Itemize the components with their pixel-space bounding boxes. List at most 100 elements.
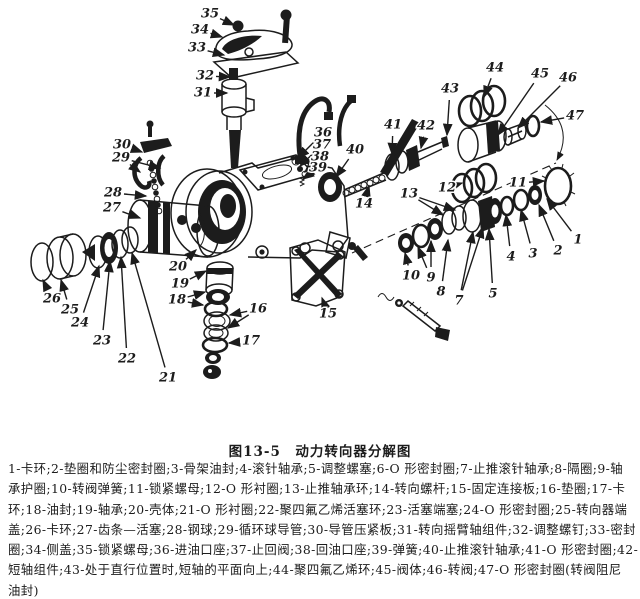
callout-17: 17 (242, 334, 260, 349)
callout-leader-43 (442, 99, 453, 137)
callout-leader-4 (502, 213, 513, 247)
legend-line: 1-卡环;2-垫圈和防尘密封圈;3-骨架油封;4-滚针轴承;5-调整螺塞;6-O… (8, 461, 623, 476)
callout-leader-11 (528, 177, 546, 187)
callout-20: 20 (168, 260, 187, 275)
callout-45: 45 (531, 67, 549, 82)
figure-caption: 图13-5 动力转向器分解图 (228, 444, 412, 460)
callout-leader-27 (122, 209, 142, 219)
callout-leader-7 (461, 225, 485, 291)
callout-43: 43 (441, 82, 459, 97)
callout-leader-7 (460, 230, 476, 291)
callout-leader-45 (497, 82, 535, 137)
callout-37: 37 (313, 138, 331, 153)
callout-leader-42 (418, 135, 429, 150)
callout-leader-35 (219, 15, 236, 26)
callout-leader-29 (128, 161, 142, 173)
callout-leader-21 (130, 251, 166, 368)
callout-leader-41 (387, 135, 398, 156)
callout-32: 32 (196, 69, 214, 84)
callout-21: 21 (158, 371, 177, 386)
legend-line: 油封) (8, 582, 39, 598)
callout-leader-44 (483, 78, 493, 99)
valve-assembly (457, 84, 564, 163)
callout-3: 3 (528, 247, 537, 262)
callout-13: 13 (400, 187, 418, 202)
callout-leader-13 (419, 196, 457, 211)
callout-16: 16 (249, 302, 267, 317)
callout-29: 29 (111, 151, 130, 166)
callout-leader-40 (335, 158, 350, 179)
callout-41: 41 (384, 118, 402, 133)
callout-35: 35 (201, 7, 219, 22)
callout-leader-2 (538, 203, 555, 242)
callout-44: 44 (486, 61, 504, 76)
callout-31: 31 (194, 86, 212, 101)
callout-18: 18 (168, 293, 186, 308)
callout-19: 19 (171, 277, 189, 292)
callout-33: 33 (188, 41, 206, 56)
callout-46: 46 (559, 71, 577, 86)
callout-leader-12 (449, 181, 464, 192)
legend-line: 盖;26-卡环;27-齿条—活塞;28-钢球;29-循环球导管;30-导管压紧板… (8, 521, 636, 537)
callout-1: 1 (573, 233, 582, 248)
callout-2: 2 (552, 244, 562, 259)
callout-4: 4 (506, 250, 515, 265)
callout-leader-17 (227, 337, 241, 347)
callout-leader-16 (226, 314, 250, 329)
callout-34: 34 (191, 23, 209, 38)
callout-leader-37 (298, 152, 315, 167)
parts-legend: 1-卡环;2-垫圈和防尘密封圈;3-骨架油封;4-滚针轴承;5-调整螺塞;6-O… (8, 459, 639, 599)
callout-30: 30 (113, 138, 131, 153)
callout-leader-29 (131, 160, 162, 170)
legend-line: 短轴组件;43-处于直行位置时,短轴的平面向上;44-聚四氟乙烯环;45-阀体;… (8, 562, 622, 578)
callout-27: 27 (102, 201, 121, 216)
callout-leader-30 (129, 143, 144, 153)
callout-leader-20 (184, 249, 198, 262)
callout-39: 39 (309, 161, 327, 176)
callout-7: 7 (454, 294, 463, 309)
callout-40: 40 (346, 143, 364, 158)
callout-leader-3 (519, 208, 531, 244)
callout-leader-16 (228, 307, 248, 318)
legend-line: 圈;34-侧盖;35-锁紧螺母;36-进油口座;37-止回阀;38-回油口座;3… (8, 542, 639, 558)
callout-leader-14 (361, 184, 371, 199)
stub-shaft-parts (351, 162, 576, 254)
callout-42: 42 (417, 119, 435, 134)
callout-23: 23 (92, 334, 111, 349)
callout-36: 36 (314, 126, 332, 141)
callout-47: 47 (566, 109, 584, 124)
callout-leader-22 (116, 255, 128, 349)
side-cover-assembly (212, 9, 300, 79)
callout-5: 5 (488, 287, 497, 302)
callout-leader-10 (403, 251, 413, 266)
callout-leader-15 (321, 296, 331, 311)
callout-24: 24 (70, 316, 89, 331)
callout-leader-18 (187, 298, 205, 308)
callout-leader-39 (301, 168, 315, 180)
callout-layer: 1234578910111213141516171819202122232425… (40, 5, 585, 387)
callout-leader-13 (418, 199, 445, 216)
legend-line: 环;18-油封;19-轴承;20-壳体;21-O 形衬圈;22-聚四氟乙烯活塞环… (8, 501, 628, 517)
callout-9: 9 (426, 271, 435, 286)
oil-pipes (295, 95, 420, 176)
callout-leader-1 (546, 197, 572, 232)
callout-leader-47 (539, 115, 565, 125)
callout-14: 14 (355, 197, 373, 212)
callout-22: 22 (117, 352, 136, 367)
callout-leader-26 (42, 278, 53, 293)
callout-25: 25 (60, 303, 79, 318)
callout-leader-19 (189, 270, 208, 281)
rocker-arm-shaft (221, 68, 255, 168)
callout-28: 28 (103, 186, 122, 201)
callout-leader-46 (517, 85, 561, 129)
callout-leader-24 (82, 264, 101, 313)
fixing-plate (289, 239, 450, 341)
callout-leader-25 (59, 278, 69, 300)
callout-leader-8 (441, 238, 452, 282)
callout-leader-23 (102, 259, 114, 331)
callout-leader-5 (484, 227, 495, 284)
callout-leader-32 (215, 71, 232, 82)
callout-8: 8 (436, 285, 445, 300)
